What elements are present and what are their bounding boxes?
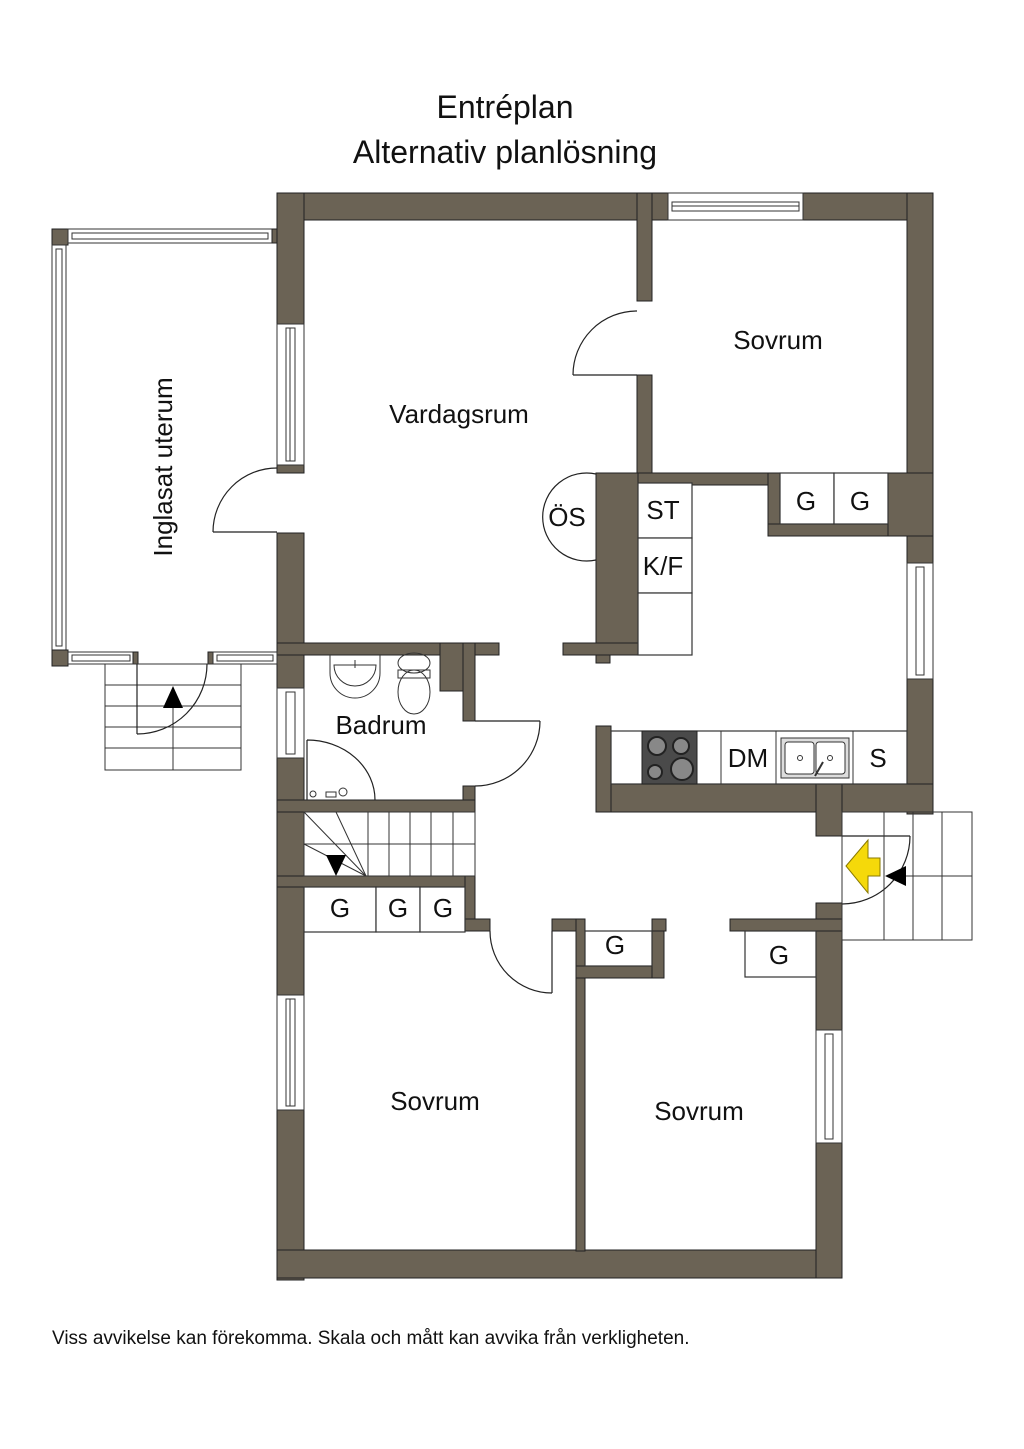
sink-icon [780,737,850,779]
shower-icon [306,739,376,801]
page-subtitle: Alternativ planlösning [352,134,658,170]
sunroom [51,228,278,667]
dishwasher-label: DM [728,743,768,773]
sunroom-steps [104,663,242,771]
wardrobe-label: G [388,893,408,923]
kitchen-cabinets-vertical: ST K/F [637,482,693,656]
wardrobes-hall: G G G [303,886,466,933]
wardrobe-label: G [605,930,625,960]
internal-stairs [303,811,476,877]
kitchen-counter: DM S [610,730,908,785]
room-label-living: Vardagsrum [389,399,529,429]
wardrobe-sw: G [584,930,653,967]
interior-walls [276,192,934,1252]
fireplace-label: ÖS [548,502,586,532]
disclaimer: Viss avvikelse kan förekomma. Skala och … [52,1328,690,1349]
wardrobes-ne: G G [779,472,889,525]
wardrobe-label: G [330,893,350,923]
wardrobe-label: G [796,486,816,516]
entrance-steps [841,811,973,941]
door-sunroom[interactable] [212,467,278,533]
room-label-bedroom-se: Sovrum [654,1096,744,1126]
wardrobe-se: G [744,930,817,978]
room-label-bathroom: Badrum [335,710,426,740]
page-title: Entréplan [436,89,574,125]
entry-arrow-icon [885,866,906,886]
doors [212,310,911,994]
entrance-marker-icon [845,838,881,895]
cabinet-st-label: ST [646,495,679,525]
fireplace: ÖS [542,472,597,562]
room-label-bedroom-ne: Sovrum [733,325,823,355]
room-label-sunroom: Inglasat uterum [148,377,178,556]
down-arrow-icon [326,855,346,876]
up-arrow-icon [163,686,183,708]
windows [276,192,934,1144]
toilet-icon [397,652,431,715]
bathroom-fixtures [306,652,431,801]
door-bathroom[interactable] [474,720,541,787]
sink-label: S [869,743,886,773]
room-label-bedroom-sw: Sovrum [390,1086,480,1116]
wardrobe-label: G [769,940,789,970]
wardrobe-label: G [433,893,453,923]
washbasin-icon [329,655,381,699]
wardrobe-label: G [850,486,870,516]
door-bedroom-sw[interactable] [489,930,553,994]
door-bedroom-ne[interactable] [572,310,638,376]
fridge-freezer-label: K/F [643,551,683,581]
door-entrance[interactable] [841,835,911,905]
